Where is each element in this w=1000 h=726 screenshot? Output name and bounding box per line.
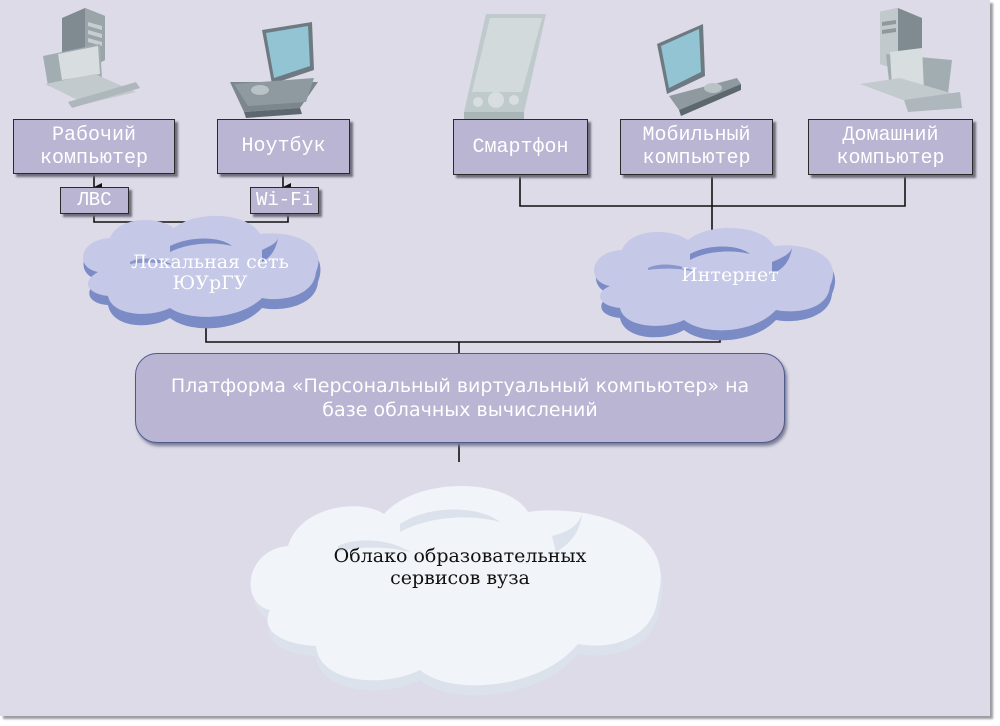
device-label: Ноутбук xyxy=(241,135,326,158)
platform-label-line: Платформа «Персональный виртуальный комп… xyxy=(170,375,750,397)
device-label: Смартфон xyxy=(472,135,569,159)
cloud-services-label: Облако образовательных сервисов вуза xyxy=(280,545,640,589)
device-label-line: компьютер xyxy=(836,147,945,170)
connector-box-wifi: Wi-Fi xyxy=(250,187,319,214)
cloud-label-line: Интернет xyxy=(681,264,779,286)
platform-box: Платформа «Персональный виртуальный комп… xyxy=(135,353,785,443)
cloud-label-line: Облако образовательных xyxy=(333,545,587,567)
platform-label-line: базе облачных вычислений xyxy=(322,399,598,421)
device-label-line: Рабочий xyxy=(51,123,136,147)
smartphone-icon xyxy=(464,14,546,122)
cloud-internet-label: Интернет xyxy=(610,264,850,286)
device-box-home-computer: Домашний компьютер xyxy=(808,119,973,175)
cloud-local-label: Локальная сеть ЮУрГУ xyxy=(95,252,325,294)
device-box-smartphone: Смартфон xyxy=(453,119,588,175)
device-box-laptop: Ноутбук xyxy=(217,119,350,174)
device-label-line: Мобильный xyxy=(642,124,751,147)
device-box-work-computer: Рабочий компьютер xyxy=(13,119,175,174)
connector-label: Wi-Fi xyxy=(255,189,313,211)
cloud-internet xyxy=(593,227,836,341)
desktop-computer-icon xyxy=(43,8,140,108)
laptop-icon xyxy=(657,24,741,116)
cloud-label-line: ЮУрГУ xyxy=(172,272,248,294)
device-label-line: компьютер xyxy=(642,147,751,170)
cloud-label-line: Локальная сеть xyxy=(131,251,289,273)
cloud-label-line: сервисов вуза xyxy=(390,567,530,589)
connector-label: ЛВС xyxy=(77,189,112,211)
connector-box-lan: ЛВС xyxy=(60,187,129,214)
device-label-line: компьютер xyxy=(39,146,149,170)
device-label-line: Домашний xyxy=(842,124,939,147)
cloud-education-services xyxy=(250,486,663,696)
desktop-computer-icon xyxy=(860,8,962,112)
cloud-local-network xyxy=(82,215,321,329)
device-box-mobile-computer: Мобильный компьютер xyxy=(620,119,773,175)
laptop-icon xyxy=(230,22,318,118)
